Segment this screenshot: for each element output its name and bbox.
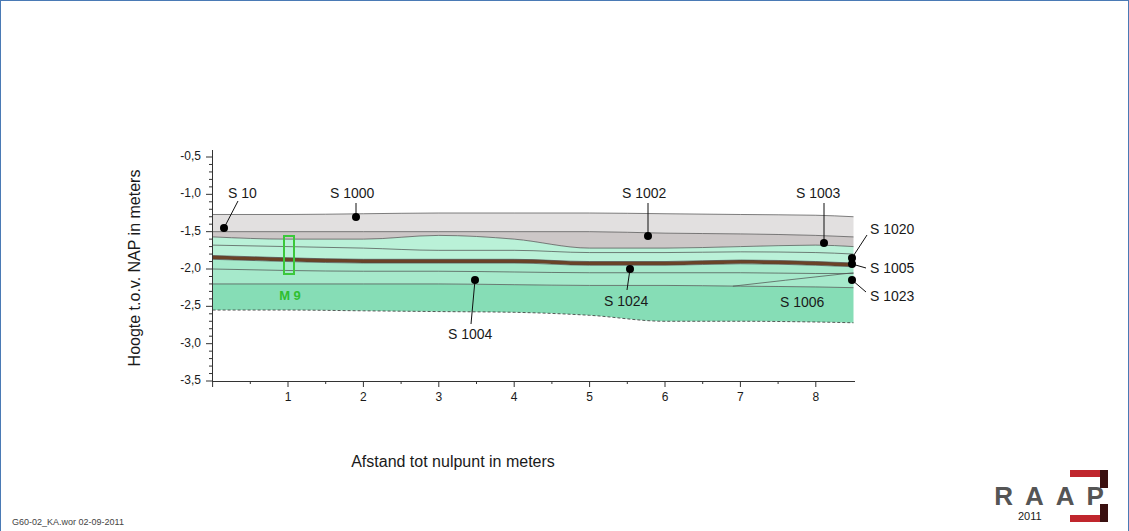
profile-bottom [213, 310, 854, 323]
axes [206, 150, 855, 387]
soil-layer [213, 259, 854, 287]
leader-line [648, 203, 649, 236]
borehole-label: S 1023 [870, 288, 914, 304]
tick-label: -0,5 [180, 150, 201, 164]
borehole-label: S 1006 [780, 294, 824, 310]
axis-title: Hoogte t.o.v. NAP in meters [126, 170, 144, 367]
tick-label: -1,5 [180, 225, 201, 239]
borehole-label: S 1000 [330, 185, 374, 201]
borehole-label: S 1005 [870, 260, 914, 276]
tick-label: -2,5 [180, 299, 201, 313]
borehole-label: S 1024 [604, 293, 648, 309]
tick-label: -1,0 [180, 187, 201, 201]
leader-line [224, 201, 238, 228]
tick-label: 1 [285, 391, 292, 405]
sample-label: M 9 [279, 289, 301, 304]
borehole-label: S 1004 [448, 326, 492, 342]
layer-boundary [213, 245, 854, 254]
borehole-dot [626, 265, 634, 273]
soil-layers [213, 213, 854, 323]
layer-boundary [213, 232, 854, 237]
tick-label: 5 [586, 391, 593, 405]
layer-boundary [213, 269, 854, 273]
borehole-dot [471, 276, 479, 284]
tick-label: -2,0 [180, 262, 201, 276]
tick-label: 7 [737, 391, 744, 405]
logo-text: 2011 [1018, 510, 1042, 523]
borehole-dot [352, 213, 360, 221]
layer-boundary [733, 273, 854, 286]
borehole-dot [820, 239, 828, 247]
borehole-dot [644, 232, 652, 240]
borehole-label: S 1020 [870, 221, 914, 237]
borehole-dot [848, 260, 856, 268]
tick-label: -3,5 [180, 374, 201, 388]
borehole-label: S 1003 [796, 185, 840, 201]
borehole-dot [220, 224, 228, 232]
tick-label: 3 [435, 391, 442, 405]
layer-boundary [213, 284, 854, 288]
tick-label: 8 [812, 391, 819, 405]
leader-line [852, 235, 867, 258]
borehole-label: S 10 [228, 185, 257, 201]
axis-title: Afstand tot nulpunt in meters [351, 453, 555, 471]
layer-boundary [213, 259, 854, 266]
tick-label: 2 [360, 391, 367, 405]
tick-label: -3,0 [180, 337, 201, 351]
leader-line [471, 280, 475, 324]
borehole-dot [848, 276, 856, 284]
borehole-points [220, 201, 867, 324]
borehole-label: S 1002 [622, 185, 666, 201]
tick-label: 6 [662, 391, 669, 405]
sample-box [284, 236, 294, 274]
leader-line [824, 203, 825, 243]
logo-text: RAAP [994, 482, 1116, 512]
soil-layer [213, 284, 854, 323]
layer-boundary [213, 213, 854, 217]
layer-boundary [213, 235, 854, 248]
tick-label: 4 [511, 391, 518, 405]
file-note: G60-02_KA.wor 02-09-2011 [12, 517, 124, 527]
